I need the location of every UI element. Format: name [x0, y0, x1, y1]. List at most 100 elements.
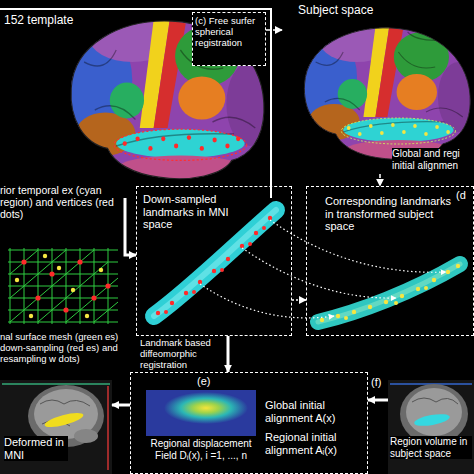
mesh-caption: nal surface mesh (green es) down-samplin… — [0, 332, 124, 365]
mri-image — [406, 388, 462, 436]
surface-mesh — [21, 259, 110, 312]
step-label: (e) — [197, 375, 227, 388]
surface-mesh — [35, 295, 40, 300]
subject-region-tube — [432, 278, 436, 282]
panel-title: 152 template — [4, 14, 88, 28]
subject-landmarks — [424, 132, 428, 136]
landmark-box: Down-sampled landmarks in MNI space — [136, 186, 292, 336]
mni-region-tube — [268, 216, 272, 220]
template-landmarks — [123, 135, 241, 151]
mni-region-tube — [240, 244, 244, 248]
step-label: (d — [456, 189, 472, 202]
surface-mesh — [77, 259, 82, 264]
surface-mesh — [15, 278, 19, 282]
subject-landmarks — [446, 130, 450, 134]
correspondence-lines — [270, 220, 446, 272]
mni-region-tube — [156, 311, 160, 315]
alignment-note: Regional initial alignment Aᵢ(x) — [265, 431, 363, 456]
template-landmarks — [135, 136, 139, 141]
subject-landmarks — [369, 124, 373, 128]
registration-arrow — [266, 29, 282, 31]
mni-region-tube — [156, 216, 272, 315]
template-brain — [52, 14, 273, 182]
surface-mesh — [91, 295, 96, 300]
alignment-note: Global and regi initial alignmen — [392, 148, 472, 171]
surface-mesh — [8, 248, 118, 324]
mri-image — [400, 384, 468, 444]
region-caption: rior temporal ex (cyan region) and verti… — [0, 184, 120, 220]
mni-region-tube — [198, 280, 202, 284]
template-landmarks — [174, 144, 178, 149]
subject-region-tube — [320, 318, 324, 322]
subject-panel: Subject spaceGlobal and regi initial ali… — [282, 0, 474, 174]
mri-panel: Deformed in MNI — [0, 380, 112, 474]
subject-region-tube — [318, 264, 460, 322]
correspondence-lines — [200, 284, 334, 318]
displacement-image — [164, 392, 248, 424]
mni-region-tube — [212, 269, 216, 273]
surface-mesh — [21, 259, 26, 264]
mri-image — [74, 429, 98, 443]
template-landmarks — [161, 136, 165, 141]
panel-title: Subject space — [298, 4, 398, 18]
mni-region-tube — [220, 268, 224, 272]
subject-region-tube — [318, 264, 460, 322]
subject-landmarks — [402, 130, 406, 134]
displacement-image — [146, 390, 256, 436]
flow-arrow — [368, 399, 388, 402]
surface-mesh — [85, 314, 89, 318]
template-landmarks — [114, 129, 247, 160]
template-landmarks — [225, 144, 229, 149]
surface-mesh — [29, 314, 33, 318]
mri-image — [388, 380, 474, 474]
mri-image — [2, 383, 110, 385]
surface-mesh — [99, 268, 103, 272]
subject-landmarks — [391, 123, 395, 127]
subject-landmarks — [341, 118, 455, 144]
flow-arrow — [125, 198, 136, 255]
surface-mesh — [63, 307, 68, 312]
surface-mesh — [8, 248, 118, 324]
alignment-arrow — [379, 174, 381, 186]
subject-landmarks — [435, 125, 439, 129]
flow-arrow — [112, 404, 130, 407]
panel-caption: Deformed in MNI — [4, 436, 68, 461]
surface-mesh — [43, 254, 47, 258]
surface-mesh — [71, 288, 75, 292]
template-landmarks — [236, 136, 240, 141]
mri-image — [0, 380, 112, 474]
correspondence-lines — [242, 248, 396, 298]
panel-caption: Region volume in subject space — [390, 436, 472, 459]
mni-region-tube — [254, 231, 258, 235]
landmark-box: Corresponding landmarks in transformed s… — [306, 186, 474, 336]
subject-region-tube — [336, 314, 340, 318]
alignment-note: Global initial alignment A(x) — [265, 399, 363, 424]
mni-region-tube — [192, 290, 196, 294]
field-caption: Regional displacement Field Dᵢ(x), i =1,… — [142, 438, 260, 461]
template-panel: 152 templaterior temporal ex (cyan regio… — [0, 8, 272, 198]
subject-landmarks — [358, 132, 362, 136]
template-landmarks — [187, 135, 191, 140]
step-box: (c) Free surfer spherical registration — [192, 12, 266, 66]
subject-landmarks — [347, 123, 450, 136]
subject-region-tube — [424, 286, 428, 290]
subject-region-tube — [394, 301, 398, 305]
registration-box: (e)Global initial alignment A(x)Regional… — [130, 372, 368, 474]
subject-region-tube — [368, 305, 372, 309]
mni-region-tube — [248, 242, 252, 246]
subject-region-tube — [344, 316, 348, 320]
mni-region-tube — [262, 226, 266, 230]
subject-region-tube — [400, 294, 404, 298]
correspondence-arrow — [292, 299, 306, 301]
subject-region-tube — [446, 270, 450, 274]
step-label: (c) Free surfer spherical registration — [195, 16, 263, 49]
mni-region-tube — [184, 291, 188, 295]
subject-region-tube — [318, 264, 460, 322]
subject-region-tube — [456, 264, 460, 268]
subject-landmarks — [347, 126, 351, 130]
subject-landmarks — [341, 118, 455, 144]
mni-region-tube — [226, 257, 230, 261]
subject-region-tube — [384, 300, 388, 304]
template-landmarks — [148, 146, 152, 151]
